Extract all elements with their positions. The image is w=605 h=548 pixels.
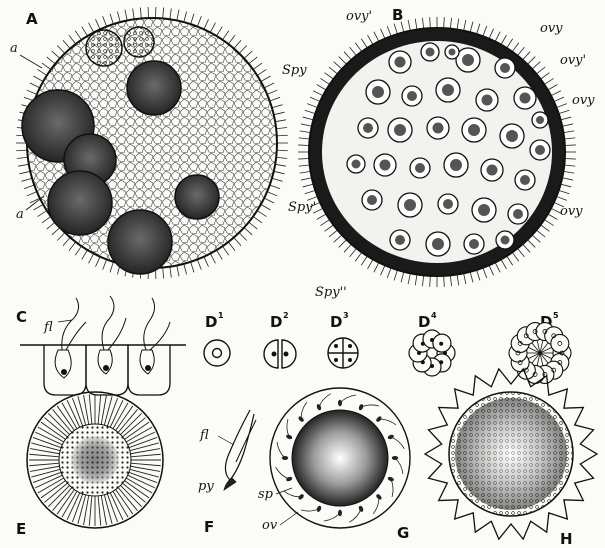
figure-f: F fl py [198,410,256,536]
figure-a-label: a [16,207,24,222]
figure-a-label: a [10,41,18,56]
figure-b-label: Spy' [288,200,316,215]
figure-d3-stage: 3 [343,311,349,320]
figure-b-label: ovy' [346,9,372,24]
figure-b-label: ovy [540,21,563,36]
figure-h: H [425,369,597,548]
figure-d1-letter: D [205,313,217,331]
figure-a-daughter-colony [124,27,154,57]
figure-c: C fl [16,296,186,395]
figure-f-label: py [198,479,214,494]
figure-d4-letter: D [418,313,430,331]
figure-a-daughter-colony [127,61,181,115]
figure-c-letter: C [16,308,27,326]
figure-b-label: ovy' [560,53,586,68]
figure-d-series: D 1 D 2 D 3 D 4 [204,311,571,383]
figure-g-label: ov [262,518,278,533]
figure-d5: D 5 [509,311,571,383]
figure-b-label: Spy [282,63,307,78]
figure-g-letter: G [397,524,409,542]
figure-g: G sp ov [258,388,410,542]
figure-d3-letter: D [330,313,342,331]
figure-d2-stage: 2 [283,311,289,320]
figure-d2: D 2 [264,311,296,368]
figure-d4-stage: 4 [431,311,437,320]
figure-e: E [16,392,163,538]
figure-b-colony-interior [322,41,552,263]
figure-a-daughter-colony [175,175,219,219]
figure-a: A a a [10,7,288,279]
figure-a-letter: A [26,10,38,28]
figure-b-label: ovy [560,204,583,219]
figure-g-label: sp [258,487,274,502]
figure-f-label: fl [199,428,209,443]
figure-f-letter: F [204,518,214,536]
figure-d2-letter: D [270,313,282,331]
figure-a-daughter-colony [108,210,172,274]
figure-d3: D 3 [328,311,358,368]
figure-c-label: fl [43,320,53,335]
figure-a-daughter-colony [86,30,122,66]
figure-b-label: ovy [572,93,595,108]
figure-d4: D 4 [409,311,455,376]
figure-b-letter: B [392,6,403,24]
figure-d1: D 1 [204,311,230,366]
figure-b-label: Spy'' [315,285,347,300]
figure-d5-stage: 5 [553,311,559,320]
figure-d1-stage: 1 [218,311,224,320]
figure-h-letter: H [560,530,573,548]
figure-e-letter: E [16,520,26,538]
figure-b: B ovy' ovy ovy' ovy ovy Spy Spy' Spy'' [282,6,595,300]
figure-a-daughter-colony [48,171,112,235]
